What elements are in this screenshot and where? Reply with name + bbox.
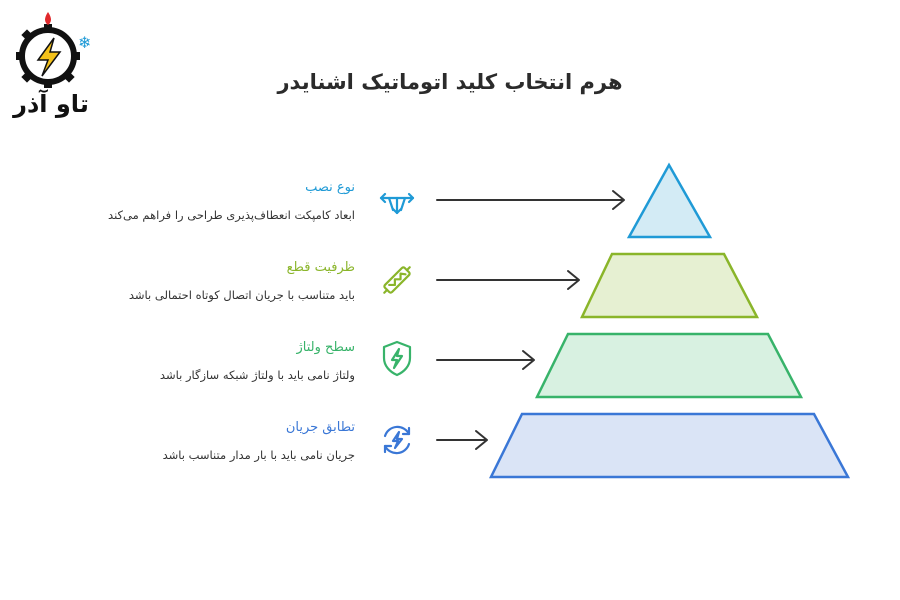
level-3-title: سطح ولتاژ xyxy=(296,340,355,355)
level-4-title: تطابق جریان xyxy=(285,420,355,435)
level-2-description: باید متناسب با جریان اتصال کوتاه احتمالی… xyxy=(128,288,355,302)
level-4-description: جریان نامی باید با بار مدار متناسب باشد xyxy=(162,448,355,462)
logo-text: تاو آذر xyxy=(13,90,89,118)
refresh-lightning-icon xyxy=(377,420,417,460)
page-title: هرم انتخاب کلید اتوماتیک اشنایدر xyxy=(277,70,623,94)
brand-logo: ❄ تاو آذر xyxy=(8,6,94,134)
level-3-description: ولتاژ نامی باید با ولتاژ شبکه سازگار باش… xyxy=(159,368,355,382)
arrow-level-2 xyxy=(436,270,580,290)
arrow-level-1 xyxy=(436,190,625,210)
level-1-title: نوع نصب xyxy=(305,180,355,195)
level-1-description: ابعاد کامپکت انعطاف‌پذیری طراحی را فراهم… xyxy=(108,208,355,222)
gear-logo-icon: ❄ xyxy=(16,12,91,88)
pyramid-level-2 xyxy=(580,252,760,319)
pyramid-level-3 xyxy=(534,332,804,399)
pyramid-level-4 xyxy=(488,412,851,479)
pyramid-level-1 xyxy=(626,162,713,239)
svg-text:❄: ❄ xyxy=(78,33,91,52)
level-2-title: ظرفیت قطع xyxy=(286,260,355,275)
arrow-level-4 xyxy=(436,430,488,450)
shield-lightning-icon xyxy=(377,338,417,378)
arrow-level-3 xyxy=(436,350,535,370)
mount-arrows-icon xyxy=(377,180,417,220)
fuse-icon xyxy=(377,260,417,300)
